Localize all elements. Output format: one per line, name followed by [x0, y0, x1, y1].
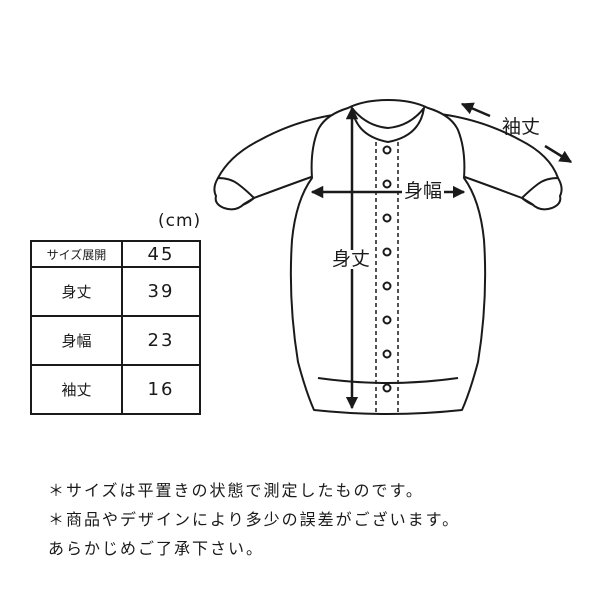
length-label: 身丈 [330, 248, 373, 270]
note-line: ＊商品やデザインにより多少の誤差がございます。 [48, 510, 461, 529]
unit-label: (cm) [158, 211, 202, 231]
size-table: サイズ展開 45 身丈 39 身幅 23 袖丈 16 [30, 240, 201, 415]
snap-button [382, 247, 392, 257]
sleeve-arrow-upper [460, 102, 491, 118]
sleeve-arrow-lower [544, 144, 573, 164]
table-cell-value: 16 [121, 364, 201, 415]
collar [351, 107, 425, 143]
snap-button [382, 213, 392, 223]
snap-button [382, 179, 392, 189]
table-cell-label: 身幅 [30, 315, 123, 366]
width-label: 身幅 [402, 180, 445, 202]
table-header-row: サイズ展開 45 [30, 240, 201, 268]
notes: ＊サイズは平置きの状態で測定したものです。 ＊商品やデザインにより多少の誤差がご… [48, 476, 460, 563]
sleeve-label: 袖丈 [502, 116, 541, 138]
table-cell-label: 袖丈 [30, 364, 123, 415]
table-row: 身幅 23 [30, 315, 201, 366]
snap-button [382, 145, 392, 155]
note-line: ＊サイズは平置きの状態で測定したものです。 [48, 481, 424, 500]
snap-button [382, 315, 392, 325]
right-cuff [521, 177, 563, 211]
table-row: 身丈 39 [30, 266, 201, 317]
note-line: あらかじめご了承下さい。 [48, 539, 265, 558]
hem-line [317, 377, 459, 384]
snap-button [382, 281, 392, 291]
table-cell-label: 身丈 [30, 266, 123, 317]
table-header-label: サイズ展開 [30, 240, 123, 268]
table-cell-value: 39 [121, 266, 201, 317]
table-row: 袖丈 16 [30, 364, 201, 415]
snap-button [382, 349, 392, 359]
left-cuff [213, 177, 255, 211]
garment-body [289, 99, 487, 415]
table-cell-value: 23 [121, 315, 201, 366]
snap-button [382, 383, 392, 393]
table-header-value: 45 [121, 240, 201, 268]
